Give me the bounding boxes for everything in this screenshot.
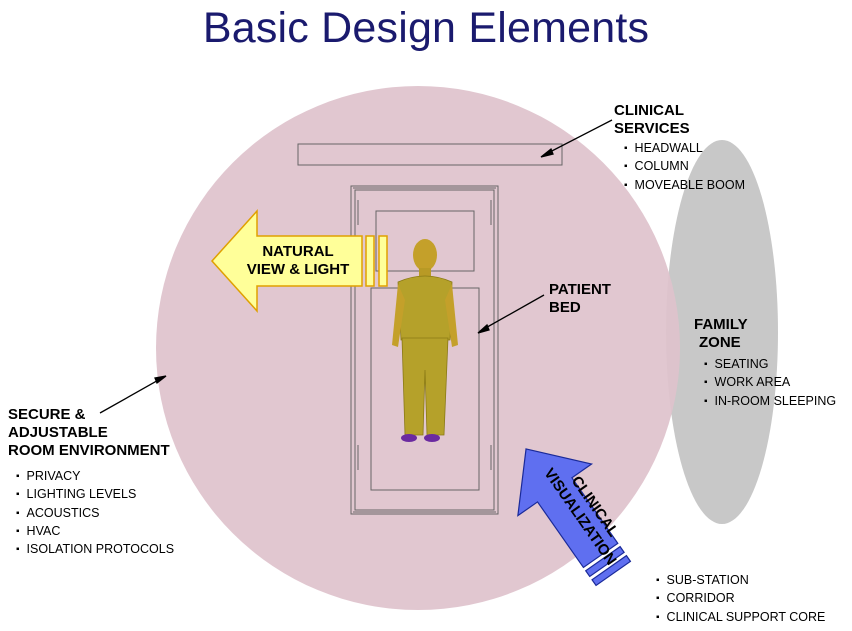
list-item: IN-ROOM SLEEPING <box>704 393 837 411</box>
patient-bed-line1: PATIENT <box>549 281 611 298</box>
list-item: CORRIDOR <box>656 590 825 608</box>
patient-bed-leader <box>481 294 545 331</box>
family-zone-list: SEATING WORK AREA IN-ROOM SLEEPING <box>704 356 837 411</box>
room-environment-line3: ROOM ENVIRONMENT <box>8 442 170 459</box>
patient-figure-icon <box>392 239 458 442</box>
family-zone-ellipse <box>666 140 778 524</box>
family-zone-line2: ZONE <box>699 334 741 351</box>
list-item: WORK AREA <box>704 374 836 392</box>
list-item: HVAC <box>16 523 174 541</box>
visualization-sources-list: SUB-STATION CORRIDOR CLINICAL SUPPORT CO… <box>656 572 826 627</box>
clinical-services-heading: CLINICAL SERVICES <box>614 102 690 138</box>
clinical-services-list: HEADWALL COLUMN MOVEABLE BOOM <box>624 140 745 195</box>
headwall-rect <box>297 143 563 166</box>
natural-view-line2: VIEW & LIGHT <box>246 261 350 278</box>
clinical-visualization-arrow <box>517 448 632 587</box>
page-title: Basic Design Elements <box>202 4 650 52</box>
list-item: COLUMN <box>624 158 745 176</box>
family-zone-heading: FAMILY ZONE <box>694 316 748 352</box>
room-environment-list: PRIVACY LIGHTING LEVELS ACOUSTICS HVAC I… <box>16 468 175 559</box>
room-environment-line2: ADJUSTABLE <box>8 424 108 441</box>
room-environment-heading: SECURE & ADJUSTABLE ROOM ENVIRONMENT <box>8 406 170 460</box>
natural-view-line1: NATURAL <box>262 243 334 260</box>
list-item: SUB-STATION <box>656 572 825 590</box>
family-zone-line1: FAMILY <box>694 316 748 333</box>
clinical-services-line2: SERVICES <box>614 120 690 137</box>
patient-bed-heading: PATIENT BED <box>549 281 611 317</box>
room-environment-line1: SECURE & <box>8 406 86 423</box>
patient-bed-line2: BED <box>549 299 581 316</box>
clinical-services-leader <box>545 119 613 155</box>
clinical-services-line1: CLINICAL <box>614 102 684 119</box>
natural-view-arrow <box>210 209 388 313</box>
list-item: CLINICAL SUPPORT CORE <box>656 609 826 627</box>
list-item: MOVEABLE BOOM <box>624 177 745 195</box>
list-item: SEATING <box>704 356 836 374</box>
list-item: ISOLATION PROTOCOLS <box>16 541 175 559</box>
list-item: PRIVACY <box>16 468 174 486</box>
list-item: LIGHTING LEVELS <box>16 486 174 504</box>
room-environment-leader <box>99 377 163 414</box>
list-item: ACOUSTICS <box>16 505 174 523</box>
list-item: HEADWALL <box>624 140 745 158</box>
natural-view-label: NATURAL VIEW & LIGHT <box>238 243 358 279</box>
